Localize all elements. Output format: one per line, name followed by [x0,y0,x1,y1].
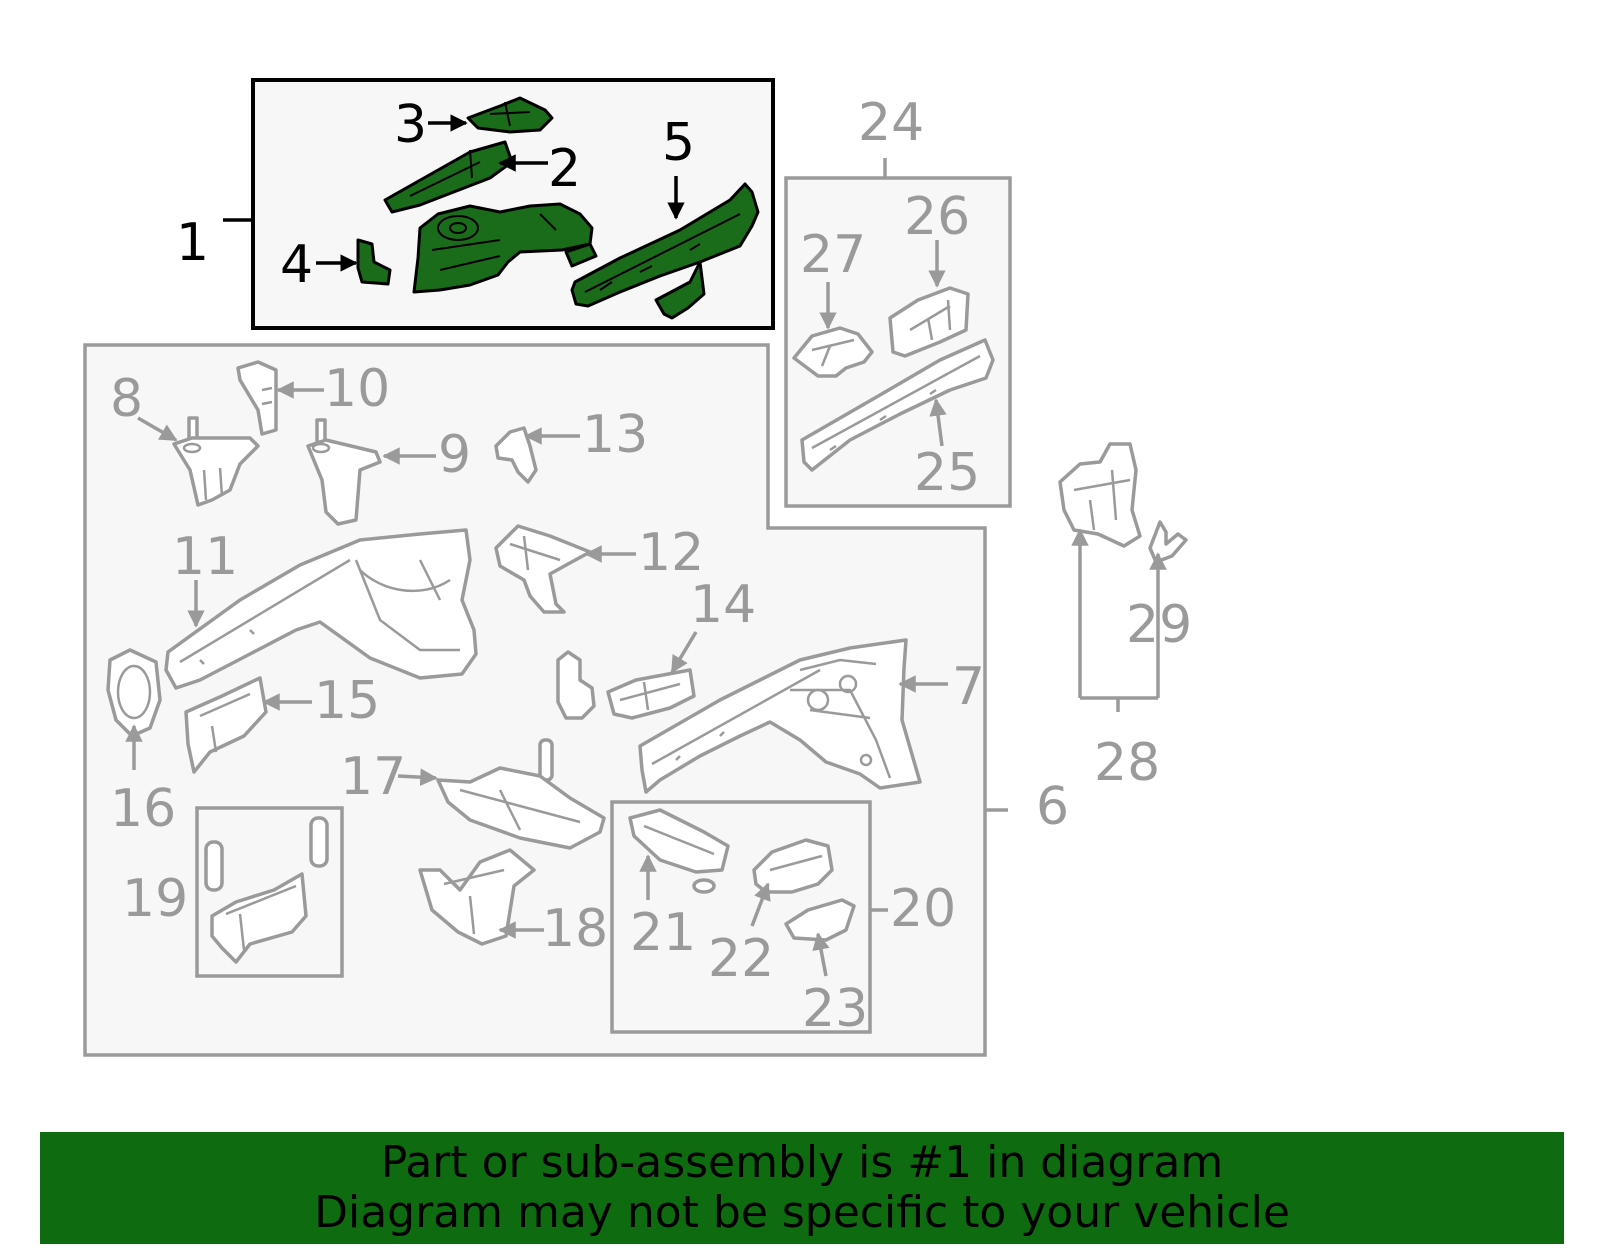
callout-2: 2 [548,139,581,199]
banner-line-1: Part or sub-assembly is #1 in diagram [380,1137,1224,1188]
callout-20: 20 [890,879,956,939]
part-7-drawing[interactable] [638,638,922,794]
part-9-drawing[interactable] [306,418,382,526]
part-28-drawing[interactable] [1058,442,1142,548]
part-18-drawing[interactable] [418,848,536,946]
banner-line-2: Diagram may not be specific to your vehi… [314,1187,1290,1238]
part-21-drawing[interactable] [628,808,730,894]
part-16-drawing[interactable] [106,648,162,738]
callout-17: 17 [340,747,406,807]
part-10-drawing[interactable] [236,360,278,436]
part-12-drawing[interactable] [494,524,592,614]
callout-12: 12 [638,523,704,583]
callout-27: 27 [800,225,866,285]
part-4-shape[interactable] [356,238,392,286]
callout-10: 10 [324,359,390,419]
part-5-bracket-shape[interactable] [654,260,706,320]
callout-3: 3 [394,95,427,155]
callout-19: 19 [122,869,188,929]
callout-15: 15 [314,671,380,731]
callout-29: 29 [1126,595,1192,655]
callout-13: 13 [582,405,648,465]
part-14-drawing[interactable] [556,650,696,720]
part-15-drawing[interactable] [184,676,268,774]
part-17-drawing[interactable] [436,738,606,850]
part-26-drawing[interactable] [888,286,970,358]
part-11-drawing[interactable] [164,528,478,690]
callout-28: 28 [1094,733,1160,793]
callout-4: 4 [280,235,313,295]
callout-18: 18 [542,899,608,959]
callout-8: 8 [110,369,143,429]
callout-26: 26 [904,187,970,247]
strut-tower-shape[interactable] [412,202,594,294]
callout-24: 24 [858,93,924,153]
info-banner: Part or sub-assembly is #1 in diagram Di… [40,1132,1564,1244]
part-8-drawing[interactable] [172,416,260,507]
callout-22: 22 [708,929,774,989]
part-27-drawing[interactable] [792,326,874,378]
part-25-drawing[interactable] [800,338,995,472]
callout-5: 5 [662,113,695,173]
callout-23: 23 [802,979,868,1039]
part-19-drawing[interactable] [204,816,329,964]
part-1-assembly[interactable] [356,96,760,320]
callout-9: 9 [438,425,471,485]
callout-6: 6 [1036,777,1069,837]
callout-16: 16 [110,779,176,839]
part-3-shape[interactable] [466,96,554,134]
small-bracket-shape[interactable] [564,242,598,268]
callout-11: 11 [172,527,238,587]
callout-14: 14 [690,575,756,635]
callout-1: 1 [176,213,209,273]
callout-7: 7 [952,657,985,717]
part-23-drawing[interactable] [784,898,856,942]
part-29-drawing[interactable] [1148,520,1188,564]
callout-21: 21 [630,903,696,963]
callout-25: 25 [914,443,980,503]
